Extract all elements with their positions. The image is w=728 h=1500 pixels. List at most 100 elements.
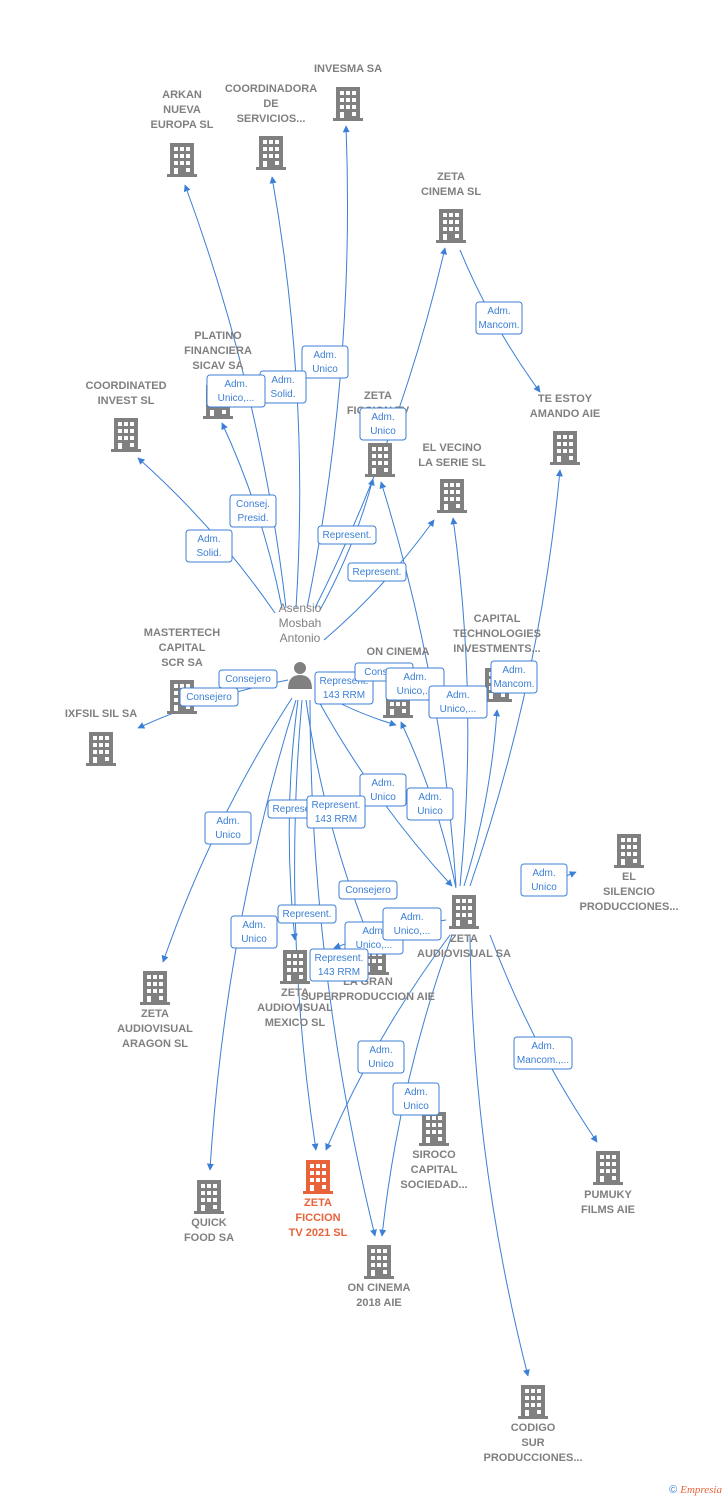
zeta_cinema-label-line: ZETA [437,171,465,183]
role-badge-r3[interactable]: Adm.Unico,... [206,374,266,408]
role-badge-r8[interactable]: Represent. [317,525,377,545]
company-node-codigo_sur[interactable]: CODIGOSURPRODUCCIONES... [483,1385,583,1464]
role-badge-r20[interactable]: Represent.143 RRM [306,795,366,829]
codigo_sur-label-line: PRODUCCIONES... [483,1452,582,1464]
role-badge-text: Unico,... [356,940,393,951]
zeta_cinema-label-line: CINEMA SL [421,186,481,198]
role-badge-r29[interactable]: Adm.Mancom.,... [513,1036,573,1070]
el_silencio-label-line: PRODUCCIONES... [579,901,678,913]
role-badge-r25[interactable]: Adm.Unico [230,915,278,949]
role-badge-r23[interactable]: Consejero [338,880,398,900]
building-icon [111,418,141,452]
role-badge-r9[interactable]: Represent. [347,562,407,582]
building-icon [194,1180,224,1214]
role-badge-r28[interactable]: Adm.Unico,... [382,907,442,941]
company-node-coordinadora[interactable]: COORDINADORADESERVICIOS... [225,83,317,170]
role-badge-r22[interactable]: Adm.Unico [520,863,568,897]
company-node-invesma[interactable]: INVESMA SA [314,63,382,121]
quick_food-label-line: QUICK [191,1217,227,1229]
role-badge-r15[interactable]: Adm.Unico,... [428,685,488,719]
role-badge-r27[interactable]: Represent.143 RRM [309,948,369,982]
role-badge-r10[interactable]: Consejero [218,669,278,689]
brand-logo-text[interactable]: Empresia [680,1484,722,1496]
edge-zeta_audiovisual-to-zeta_ficcion_2021 [325,934,451,1151]
role-badge-r16[interactable]: Adm.Mancom. [490,660,538,694]
invesma-label-line: INVESMA SA [314,63,382,75]
role-badge-r31[interactable]: Adm. Unico [392,1082,440,1116]
role-badge-r30[interactable]: Adm.Unico [357,1040,405,1074]
role-badge-r6[interactable]: Consej.Presid. [229,494,277,528]
pumuky-label-line: FILMS AIE [581,1204,635,1216]
person-icon [288,662,312,689]
company-node-el_silencio[interactable]: ELSILENCIOPRODUCCIONES... [579,834,679,913]
zeta_ficcion_sicav-label-line: ZETA [364,390,392,402]
company-node-siroco[interactable]: SIROCOCAPITALSOCIEDAD... [400,1112,468,1191]
building-icon [280,950,310,984]
zeta_audiovisual-label-line: AUDIOVISUAL SA [417,948,511,960]
edge-zeta_audiovisual-to-codigo_sur [469,934,530,1377]
role-badge-r11[interactable]: Consejero [179,687,239,707]
el_silencio-label-line: EL [622,871,636,883]
role-badge-r17[interactable]: Adm.Unico [359,773,407,807]
building-icon [593,1151,623,1185]
platino-label-line: PLATINO [194,330,242,342]
role-badge-r7[interactable]: Adm.Solid. [185,529,233,563]
role-badge-text: Adm. [532,868,555,879]
role-badge-text: Unico,... [218,393,255,404]
building-icon [303,1160,333,1194]
role-badge-text: Unico [241,934,267,945]
role-badge-text: Adm. [369,1045,392,1056]
coordinadora-label-line: DE [263,98,278,110]
role-badge-r1[interactable]: Adm.Unico [301,345,349,379]
role-badge-text: Unico [312,364,338,375]
company-node-on_cinema[interactable]: ON CINEMA [367,646,430,718]
company-node-ixfsil[interactable]: IXFSIL SIL SA [65,708,137,766]
codigo_sur-label-line: CODIGO [511,1422,556,1434]
building-icon [365,443,395,477]
building-icon [256,136,286,170]
building-icon [436,209,466,243]
role-badge-r2[interactable]: Adm.Solid. [259,370,307,404]
role-badge-text: Unico [417,806,443,817]
coordinadora-label-line: COORDINADORA [225,83,317,95]
role-badge-text: Adm. [371,412,394,423]
copyright-icon: © [669,1484,678,1496]
role-badge-r18[interactable]: Adm.Unico [406,787,454,821]
asensio-label-line: Antonio [280,631,321,645]
role-badge-r21[interactable]: Adm.Unico [204,811,252,845]
role-badge-r4[interactable]: Adm.Mancom. [475,301,523,335]
capital_tech-label-line: CAPITAL [474,613,521,625]
footer-credit: © Empresia [669,1484,722,1496]
building-icon [614,834,644,868]
siroco-label-line: SOCIEDAD... [400,1179,467,1191]
role-badge-text: Unico [403,1101,429,1112]
role-badge-text: Adm. [271,375,294,386]
company-node-capital_tech[interactable]: CAPITALTECHNOLOGIESINVESTMENTS... [453,613,541,702]
ixfsil-label-line: IXFSIL SIL SA [65,708,137,720]
on_cinema_2018-label-line: 2018 AIE [356,1297,401,1309]
role-badge-r24[interactable]: Represent. [277,904,337,924]
role-badge-text: Consejero [225,674,271,685]
company-node-zeta_cinema[interactable]: ZETA CINEMA SL [421,171,481,243]
coordinated-label-line: COORDINATED [85,380,166,392]
role-badge-text: Mancom.,... [517,1055,569,1066]
role-badge-text: Adm. [404,1087,427,1098]
zeta_ficcion_2021-label-line: TV 2021 SL [289,1227,348,1239]
role-badge-r5[interactable]: Adm.Unico [359,407,407,441]
building-icon [364,1245,394,1279]
arkan-label-line: ARKAN [162,89,202,101]
